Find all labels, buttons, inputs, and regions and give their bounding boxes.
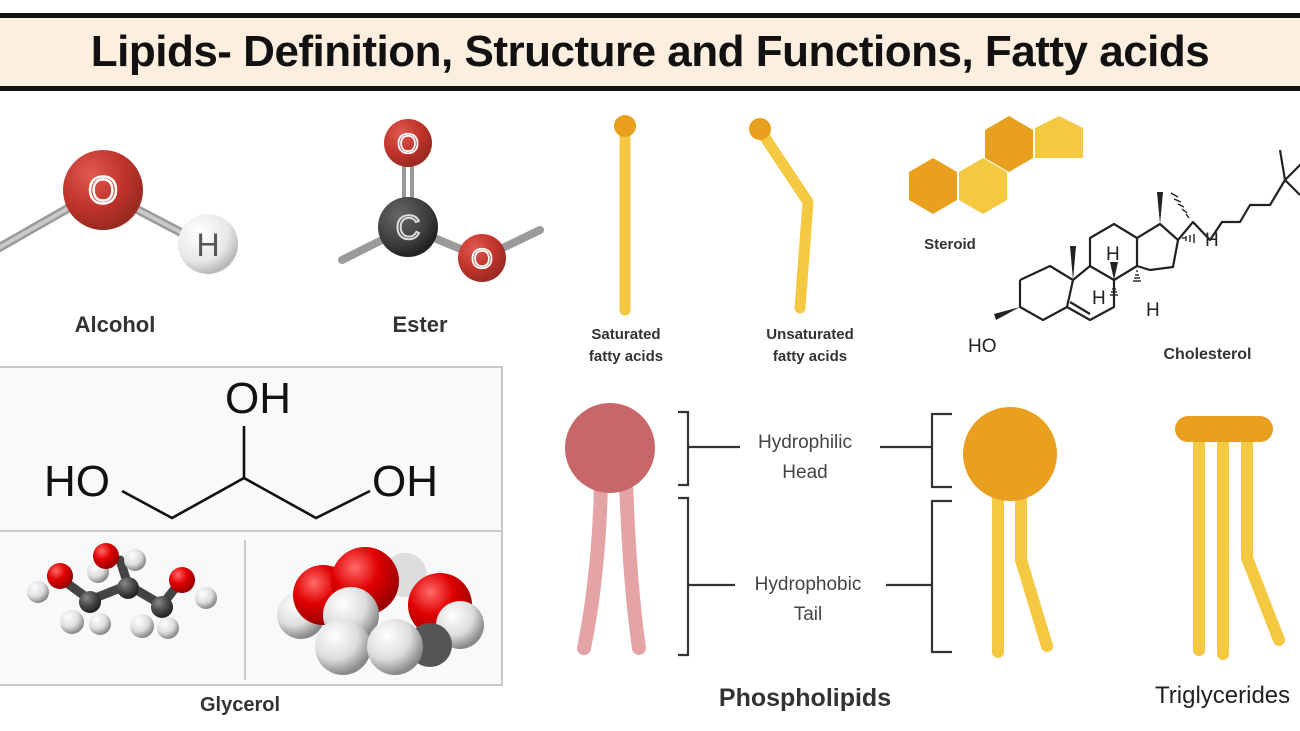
steroid-label: Steroid xyxy=(924,236,976,253)
phospholipid-orange-icon xyxy=(963,407,1057,658)
page-title: Lipids- Definition, Structure and Functi… xyxy=(90,27,1210,76)
carbon-atom-label: C xyxy=(396,209,421,247)
title-banner: Lipids- Definition, Structure and Functi… xyxy=(0,13,1300,91)
oxygen-atom-label: O xyxy=(397,128,419,159)
saturated-fatty-acids-label: Saturated fatty acids xyxy=(588,326,664,365)
cholesterol-ho-label: HO xyxy=(968,336,997,357)
phospholipids-label: Phospholipids xyxy=(718,684,892,712)
glycerol-space-filling-icon xyxy=(277,547,484,675)
hydrogen-atom-label: H xyxy=(196,227,219,263)
alcohol-label: Alcohol xyxy=(74,312,156,337)
triglycerides-label: Triglycerides xyxy=(1155,682,1291,709)
oxygen-atom-label: O xyxy=(88,170,118,212)
svg-text:H: H xyxy=(1146,300,1160,321)
unsaturated-fatty-acid-icon xyxy=(749,118,814,314)
glycerol-label: Glycerol xyxy=(199,694,281,716)
saturated-fatty-acid-icon xyxy=(614,115,636,316)
ester-label: Ester xyxy=(392,312,448,337)
glycerol-structure-icon: OH HO OH xyxy=(44,374,438,520)
cholesterol-structure-icon: HO H H H H xyxy=(968,149,1300,357)
hydrophobic-tail-label: Hydrophobic Tail xyxy=(754,574,862,625)
glycerol-oh-top: OH xyxy=(225,374,291,423)
triglyceride-icon xyxy=(1175,416,1285,660)
ester-molecule-icon: O C O xyxy=(338,119,544,282)
hydrophilic-head-label: Hydrophilic Head xyxy=(758,432,852,483)
cholesterol-label: Cholesterol xyxy=(1163,346,1252,363)
glycerol-ball-stick-icon xyxy=(27,543,217,639)
svg-text:H: H xyxy=(1205,230,1219,251)
oxygen-atom-label: O xyxy=(471,243,493,274)
alcohol-molecule-icon: O H xyxy=(0,150,238,274)
divider xyxy=(244,540,246,680)
steroid-rings-icon xyxy=(909,116,1083,214)
svg-text:H: H xyxy=(1106,244,1120,265)
glycerol-ho-left: HO xyxy=(44,457,110,506)
unsaturated-fatty-acids-label: Unsaturated fatty acids xyxy=(766,326,854,365)
phospholipid-pink-icon xyxy=(565,403,655,655)
glycerol-oh-right: OH xyxy=(372,457,438,506)
svg-text:H: H xyxy=(1092,288,1106,309)
divider xyxy=(0,530,501,532)
phospholipid-brackets xyxy=(678,410,952,657)
